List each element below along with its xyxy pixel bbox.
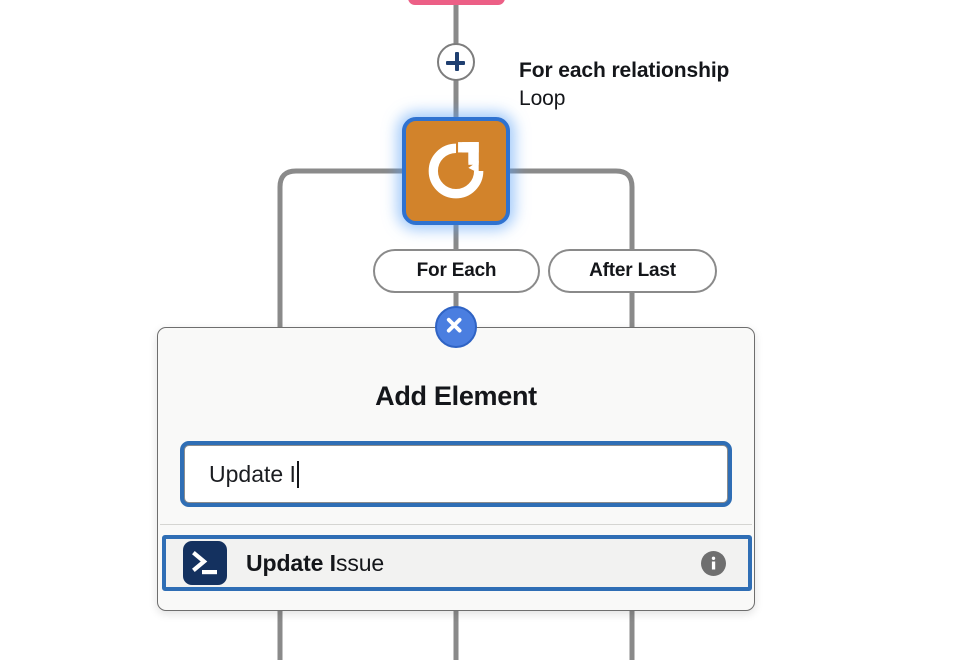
terminal-icon [183,541,227,585]
add-step-button[interactable] [437,43,475,81]
plus-icon-vertical [454,52,459,71]
text-caret [296,460,299,488]
result-item-label: Update Issue [246,550,701,577]
search-input-wrapper[interactable]: Update I [180,441,732,507]
results-divider [160,524,752,525]
node-title: For each relationship [519,59,730,82]
previous-node-edge [408,0,505,5]
result-item-match: Update I [246,549,336,576]
panel-title: Add Element [375,381,537,411]
branch-pill-for-each[interactable]: For Each [373,249,540,293]
search-input-value: Update I [209,460,296,487]
loop-node[interactable] [402,117,510,225]
result-item-update-issue[interactable]: Update Issue [162,535,752,591]
search-input[interactable]: Update I [184,445,728,503]
close-panel-button[interactable] [435,306,477,348]
branch-pill-label: For Each [416,260,497,281]
loop-refresh-icon [428,142,484,199]
node-subtitle: Loop [519,86,566,110]
result-item-rest: ssue [335,549,385,576]
info-circle-icon[interactable] [701,550,726,576]
node-label: For each relationship Loop [519,57,729,112]
branch-pill-label: After Last [589,260,676,281]
branch-pill-after-last[interactable]: After Last [548,249,717,293]
add-element-panel: Add Element Update I Update Issue [157,327,755,611]
